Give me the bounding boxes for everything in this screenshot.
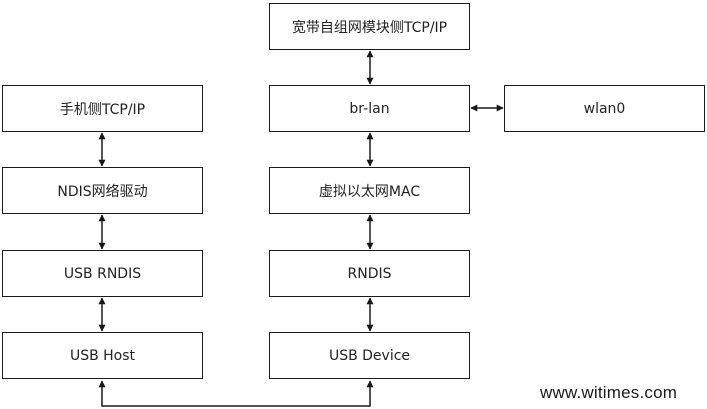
usb-host-label: USB Host xyxy=(69,347,136,364)
usb-rndis-box: USB RNDIS xyxy=(2,250,203,297)
arrow-usbhost-to-usbdevice xyxy=(98,380,374,407)
rndis-label: RNDIS xyxy=(347,265,392,282)
virtual-eth-mac-box: 虚拟以太网MAC xyxy=(269,167,470,214)
phone-tcpip-box: 手机侧TCP/IP xyxy=(2,85,203,132)
watermark-text: www.witimes.com xyxy=(540,383,678,402)
phone-tcpip-label: 手机侧TCP/IP xyxy=(59,101,146,118)
wideband-tcpip-box: 宽带自组网模块侧TCP/IP xyxy=(269,3,470,50)
br-lan-box: br-lan xyxy=(269,85,470,132)
wlan0-box: wlan0 xyxy=(504,85,705,132)
usb-host-box: USB Host xyxy=(2,332,203,379)
wlan0-label: wlan0 xyxy=(583,100,626,117)
wideband-tcpip-label: 宽带自组网模块侧TCP/IP xyxy=(291,19,448,36)
virtual-eth-mac-label: 虚拟以太网MAC xyxy=(318,183,421,200)
ndis-driver-box: NDIS网络驱动 xyxy=(2,167,203,214)
usb-rndis-label: USB RNDIS xyxy=(63,265,142,282)
ndis-driver-label: NDIS网络驱动 xyxy=(57,183,148,200)
usb-device-label: USB Device xyxy=(328,347,411,364)
usb-device-box: USB Device xyxy=(269,332,470,379)
br-lan-label: br-lan xyxy=(349,100,390,117)
rndis-box: RNDIS xyxy=(269,250,470,297)
